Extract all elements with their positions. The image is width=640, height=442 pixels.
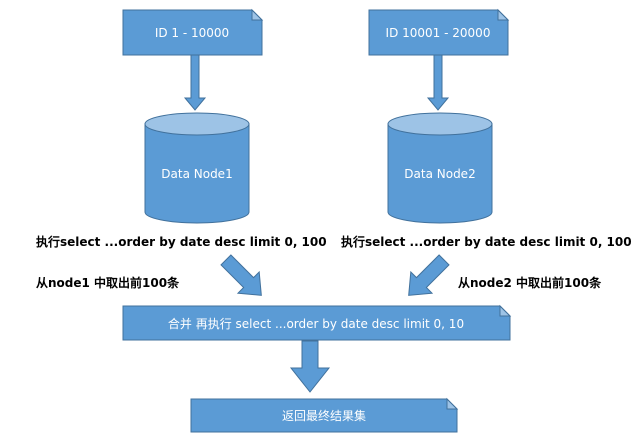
fetch-label-1: 从node1 中取出前100条 (36, 275, 180, 290)
data-node-cylinder-1: Data Node1 (144, 112, 250, 224)
merge-box: 合并 再执行 select ...order by date desc limi… (122, 304, 512, 341)
arrow-down-result (289, 340, 331, 393)
data-node-cylinder-2: Data Node2 (387, 112, 493, 224)
id-range-label-2: ID 10001 - 20000 (386, 26, 491, 40)
exec-label-2: 执行select ...order by date desc limit 0, … (341, 234, 632, 249)
arrow-down-2 (426, 54, 450, 111)
id-range-label-1: ID 1 - 10000 (155, 26, 229, 40)
result-label: 返回最终结果集 (282, 408, 366, 423)
id-range-box-2: ID 10001 - 20000 (368, 8, 510, 56)
data-node-label-2: Data Node2 (404, 167, 475, 181)
fetch-label-2: 从node2 中取出前100条 (458, 275, 602, 290)
arrow-down-1 (183, 54, 207, 111)
merge-label: 合并 再执行 select ...order by date desc limi… (168, 316, 464, 331)
id-range-box-1: ID 1 - 10000 (122, 8, 264, 56)
result-box: 返回最终结果集 (190, 397, 459, 433)
arrow-diagonal-right (408, 254, 450, 296)
exec-label-1: 执行select ...order by date desc limit 0, … (36, 234, 327, 249)
arrow-diagonal-left (220, 254, 262, 296)
data-node-label-1: Data Node1 (161, 167, 232, 181)
